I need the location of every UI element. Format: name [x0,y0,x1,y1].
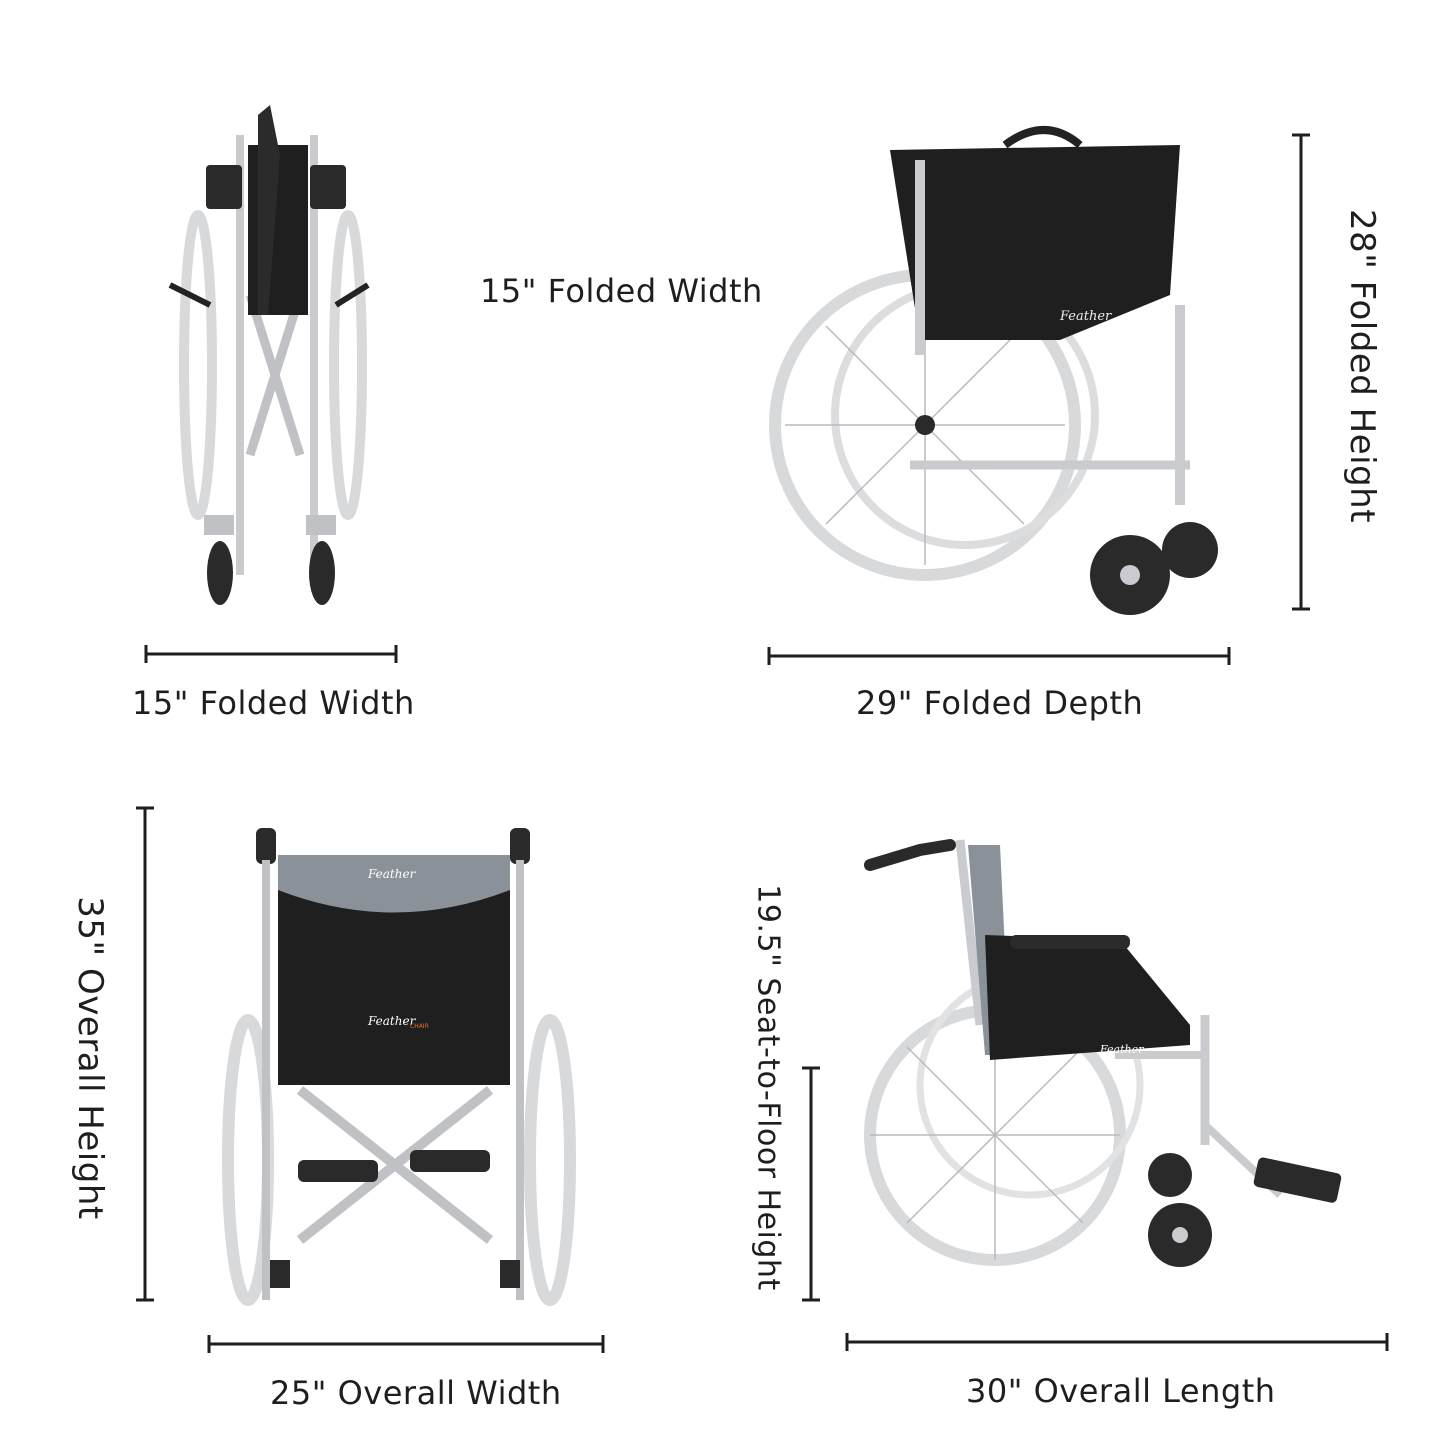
open-rear-view-photo: Feather Feather CHAIR [222,828,576,1306]
folded-depth-label: 29" Folded Depth [856,684,1144,722]
overall-width-dimension-line [207,1335,605,1353]
folded-side-view-photo: Feather [769,126,1218,615]
folded-depth-dimension-line [767,647,1231,665]
feather-logo-side: Feather [1099,1043,1144,1056]
overall-height-label: 35" Overall Height [70,896,110,1220]
overall-width-label: 25" Overall Width [270,1374,562,1412]
feather-logo-backrest-top: Feather [367,867,417,881]
overall-length-dimension-line [845,1333,1389,1351]
seat-to-floor-dimension-line [802,1066,820,1302]
folded-height-dimension-line [1292,133,1310,611]
open-side-view-photo: Feather [864,839,1342,1267]
folded-front-view-photo [168,105,370,605]
overall-length-label: 30" Overall Length [966,1372,1276,1410]
folded-height-label: 28" Folded Height [1342,208,1382,524]
feather-logo-folded: Feather [1059,309,1112,324]
folded-width-dimension-line [144,645,398,663]
overall-height-dimension-line [136,806,154,1302]
folded-width-label-top: 15" Folded Width [480,272,763,310]
folded-width-label-bottom: 15" Folded Width [132,684,415,722]
chair-logo-backrest-center: CHAIR [410,1023,429,1030]
feather-logo-backrest-center: Feather [367,1014,417,1028]
seat-to-floor-label: 19.5" Seat-to-Floor Height [750,884,786,1291]
